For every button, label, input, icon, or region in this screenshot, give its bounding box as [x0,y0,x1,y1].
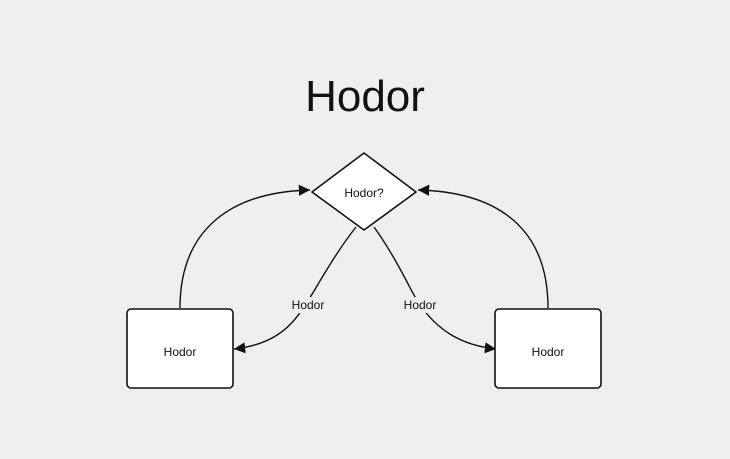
right-process-label: Hodor [532,345,565,359]
right-process-node[interactable] [494,308,602,389]
edge-label-decision-to-right: Hodor [404,298,437,312]
diagram-title: Hodor [305,72,425,121]
left-process-node[interactable] [126,308,234,389]
edge-label-bg-left [290,297,326,313]
edge-label-decision-to-left: Hodor [292,298,325,312]
edge-decision-to-right [373,226,497,354]
decision-label: Hodor? [344,186,384,200]
edge-label-bg-right [402,297,438,313]
decision-node[interactable] [311,152,417,231]
edge-decision-to-left [233,226,357,354]
left-process-label: Hodor [164,345,197,359]
edge-left-to-decision [179,184,311,309]
edge-right-to-decision [417,184,549,309]
